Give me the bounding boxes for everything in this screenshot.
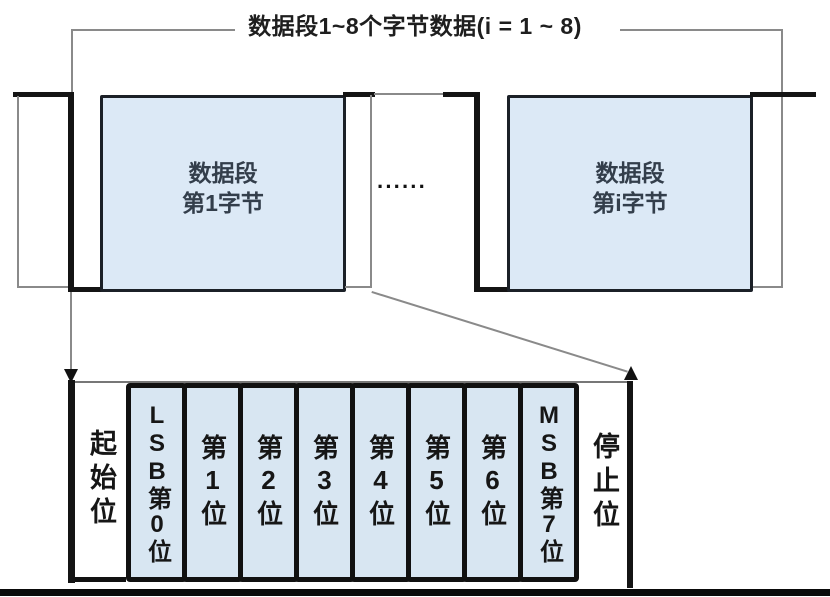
bit-cell-label: 第6位 xyxy=(477,434,508,531)
byte1-stop-outline-vertical xyxy=(370,95,372,288)
data-byte1-box: 数据段 第1字节 xyxy=(100,95,346,292)
brace-left-vertical xyxy=(71,29,73,95)
bit-cell-label: 第4位 xyxy=(365,434,396,531)
bit-cell-label: 第2位 xyxy=(253,434,284,531)
bit-cell-label: 第3位 xyxy=(309,434,340,531)
bit-cell-3: 第3位 xyxy=(294,383,355,582)
bit-cell-label: 第5位 xyxy=(421,434,452,531)
data-bytei-box: 数据段 第i字节 xyxy=(507,95,753,292)
start-bit-low-byte1 xyxy=(68,287,104,292)
signal-high-left xyxy=(13,92,72,97)
bit-cell-label: 第1位 xyxy=(197,434,228,531)
byte1-stop-outline-bottom xyxy=(345,286,372,288)
bit-cell-1: 第1位 xyxy=(182,383,243,582)
leader-line-diagonal xyxy=(371,291,628,373)
bit-cell-2: 第2位 xyxy=(238,383,299,582)
stop-bit-cell: 停止位 xyxy=(579,383,628,582)
falling-edge-byte1 xyxy=(68,92,74,292)
bytei-label-line2: 第i字节 xyxy=(592,190,668,216)
bit-cell-label: MSB第7位 xyxy=(535,401,563,564)
bit-cell-4: 第4位 xyxy=(350,383,411,582)
arrow-up-icon xyxy=(624,366,638,380)
stop-bit-label: 停止位 xyxy=(589,431,619,534)
signal-high-after-byte1 xyxy=(343,92,375,97)
bottom-divider-bar xyxy=(0,589,830,596)
brace-right-horizontal xyxy=(620,29,782,31)
ellipsis-dots: ······ xyxy=(377,174,427,199)
signal-high-right xyxy=(750,92,816,97)
bit-cell-label: LSB第0位 xyxy=(143,401,171,564)
bit-frame-right-border xyxy=(627,381,633,588)
prev-frame-outline-vertical xyxy=(17,96,19,287)
byte1-label-line1: 数据段 xyxy=(188,160,258,186)
bit-frame-left-border xyxy=(68,380,75,583)
bytei-label-line1: 数据段 xyxy=(595,160,665,186)
start-bit-cell: 起始位 xyxy=(75,383,126,582)
byte1-label-line2: 第1字节 xyxy=(182,190,264,216)
bit-cell-msb: MSB第7位 xyxy=(518,383,579,582)
diagram-title: 数据段1~8个字节数据(i = 1 ~ 8) xyxy=(248,13,582,39)
arrow-down-icon xyxy=(64,369,78,383)
falling-edge-bytei xyxy=(474,92,480,292)
bit-frame-top-line xyxy=(72,381,630,383)
brace-left-horizontal xyxy=(72,29,235,31)
bit-row: 起始位 LSB第0位 第1位 第2位 第3位 第4位 第5位 第6位 MSB第7… xyxy=(75,383,628,582)
bit-cell-lsb: LSB第0位 xyxy=(126,383,187,582)
signal-high-before-bytei xyxy=(443,92,480,97)
prev-frame-outline-bottom xyxy=(17,286,70,288)
omitted-bytes-line xyxy=(374,93,445,95)
bit-cell-6: 第6位 xyxy=(462,383,523,582)
start-bit-label: 起始位 xyxy=(86,429,116,531)
next-frame-outline-bottom xyxy=(753,286,783,288)
brace-right-vertical xyxy=(781,29,783,288)
start-bit-low-bytei xyxy=(474,287,510,292)
bit-cell-5: 第5位 xyxy=(406,383,467,582)
leader-line-left xyxy=(70,292,72,370)
